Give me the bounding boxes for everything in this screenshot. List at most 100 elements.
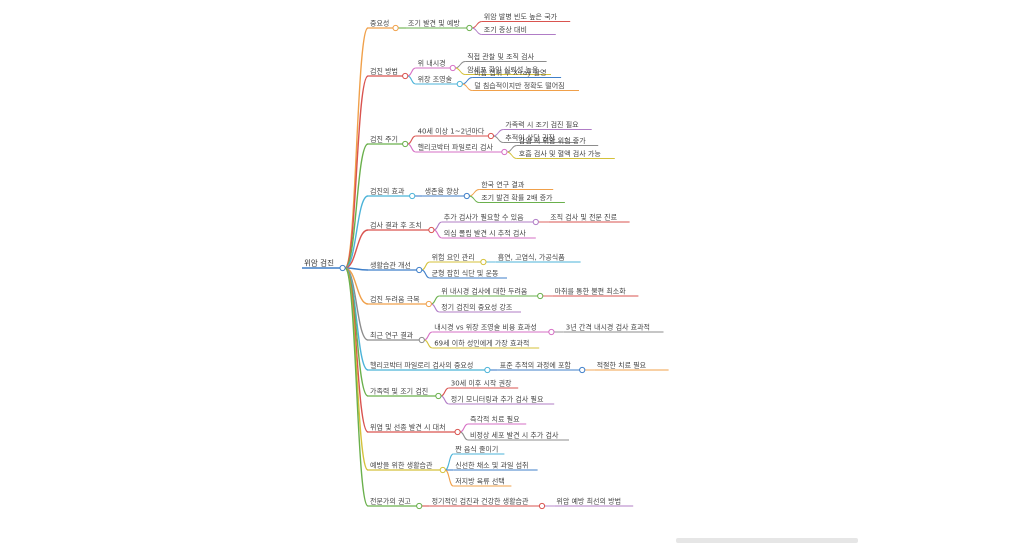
node-bullet	[466, 24, 473, 32]
branch-label: 중요성	[370, 19, 389, 28]
connector-line	[424, 331, 433, 341]
connector-line	[344, 75, 369, 269]
node-bullet	[548, 328, 555, 336]
connector-line	[462, 83, 473, 91]
connector-line	[421, 269, 430, 279]
detail-label: 마취를 통한 불편 최소화	[555, 287, 627, 296]
detail-label: 조직 검사 및 전문 진료	[550, 213, 617, 222]
connector-line	[431, 295, 440, 305]
connector-line	[459, 431, 469, 441]
subtopic-label: 위장 조영술	[418, 75, 453, 84]
detail-label: 가족력 시 조기 검진 필요	[505, 120, 579, 129]
connector-line	[471, 21, 482, 29]
footer-watermark-bar	[676, 538, 858, 543]
branch-label: 검진 방법	[370, 67, 398, 76]
branch-label: 검진 두려움 극복	[370, 295, 420, 304]
connector-line	[444, 469, 454, 487]
connector-line	[407, 67, 416, 77]
node-bullet	[449, 64, 456, 72]
connector-line	[471, 27, 482, 35]
node-bullet	[501, 148, 508, 156]
node-bullet	[416, 266, 423, 274]
detail-label: 추적이 상담 권장	[505, 133, 555, 142]
connector-line	[344, 267, 369, 471]
branch-label: 검진 주기	[370, 135, 398, 144]
detail-label: 3년 간격 내시경 검사 효과적	[566, 323, 650, 332]
connector-line	[424, 339, 433, 349]
node-bullet	[579, 366, 586, 374]
connector-line	[344, 267, 369, 507]
connector-line	[344, 195, 369, 269]
detail-label: 흡연, 고염식, 가공식품	[498, 253, 565, 262]
node-bullet	[454, 428, 461, 436]
detail-label: 덜 침습적이지만 정확도 떨어짐	[474, 81, 564, 90]
subtopic-label: 비정상 세포 발견 시 추가 검사	[470, 431, 559, 440]
connector-line	[493, 135, 504, 143]
connector-line	[455, 67, 466, 75]
subtopic-label: 짠 음식 줄이기	[455, 445, 498, 454]
detail-label: 감염 시 위암 위험 증가	[519, 136, 586, 145]
connector-line	[407, 75, 416, 85]
branch-label: 예방을 위한 생활습관	[370, 461, 433, 470]
branch-label: 검진의 효과	[370, 187, 405, 196]
node-bullet	[402, 140, 409, 148]
detail-label: 위암 발병 빈도 높은 국가	[484, 12, 558, 21]
subtopic-label: 정기 모니터링과 추가 검사 필요	[451, 395, 544, 404]
branch-label: 위염 및 선종 발견 시 대처	[370, 423, 446, 432]
branch-label: 가족력 및 조기 검진	[370, 387, 428, 396]
node-bullet	[537, 292, 544, 300]
connector-line	[493, 129, 504, 137]
subtopic-label: 즉각적 치료 필요	[470, 415, 520, 424]
connector-line	[506, 151, 517, 159]
detail-label: 호흡 검사 및 혈액 검사 가능	[519, 149, 602, 158]
branch-label: 헬리코박터 파일로리 검사의 중요성	[370, 361, 473, 370]
node-bullet	[480, 258, 487, 266]
connector-line	[440, 395, 449, 405]
subtopic-label: 균형 잡힌 식단 및 운동	[432, 269, 499, 278]
subtopic-label: 40세 이상 1~2년마다	[418, 127, 485, 136]
subtopic-label: 생존율 향상	[425, 187, 460, 196]
node-bullet	[435, 392, 442, 400]
branch-label: 전문가의 권고	[370, 497, 411, 506]
subtopic-label: 저지방 육류 선택	[455, 477, 505, 486]
subtopic-label: 69세 이하 성인에게 가장 효과적	[434, 339, 529, 348]
subtopic-label: 위 내시경 검사에 대한 두려움	[441, 287, 528, 296]
node-bullet	[484, 366, 491, 374]
connector-line	[407, 135, 416, 145]
subtopic-label: 신선한 채소 및 과일 섭취	[455, 461, 528, 470]
subtopic-label: 정기적인 검진과 건강한 생활습관	[432, 497, 529, 506]
node-bullet	[418, 336, 425, 344]
subtopic-label: 위 내시경	[418, 59, 446, 68]
subtopic-label: 내시경 vs 위장 조영술 비용 효과성	[434, 323, 537, 332]
connector-line	[506, 145, 517, 153]
connector-line	[344, 143, 369, 269]
connector-line	[444, 453, 454, 471]
detail-label: 조기 증상 대비	[484, 25, 527, 34]
connector-line	[462, 77, 473, 85]
node-bullet	[463, 192, 470, 200]
connector-line	[431, 303, 440, 313]
detail-label: 암세포 확인 신뢰성 높음	[467, 65, 539, 74]
subtopic-label: 의심 폴립 발견 시 추적 검사	[444, 229, 527, 238]
subtopic-label: 위험 요인 관리	[432, 253, 475, 262]
branch-label: 생활습관 개선	[370, 261, 411, 270]
subtopic-label: 정기 검진의 중요성 강조	[441, 303, 513, 312]
branch-label: 검사 결과 후 조치	[370, 221, 422, 230]
detail-label: 바륨 섭취 후 X-ray 촬영	[474, 68, 546, 77]
node-bullet	[425, 300, 432, 308]
node-bullet	[416, 502, 423, 510]
connector-line	[440, 387, 449, 397]
node-bullet	[487, 132, 494, 140]
detail-label: 직접 관찰 및 조직 검사	[467, 52, 534, 61]
subtopic-label: 추가 검사가 필요할 수 있음	[444, 213, 524, 222]
node-bullet	[392, 24, 399, 32]
connector-line	[433, 229, 442, 239]
connector-line	[469, 189, 480, 197]
node-bullet	[532, 218, 539, 226]
detail-label: 조기 발견 확률 2배 증가	[481, 193, 553, 202]
node-bullet	[439, 466, 446, 474]
node-bullet	[409, 192, 416, 200]
